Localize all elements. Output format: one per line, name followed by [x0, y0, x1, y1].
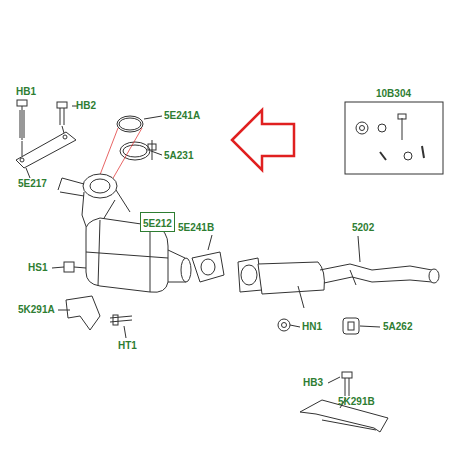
callout-number: 5E212: [143, 218, 172, 229]
callout-number: HB1: [16, 86, 36, 98]
callout-number: HB3: [303, 377, 323, 389]
callout-number: 5E217: [18, 178, 47, 190]
callout-number: HB2: [76, 100, 96, 112]
callout-number: 5K291A: [18, 304, 55, 316]
callout-number: 5202: [352, 222, 374, 234]
callout-number: HS1: [28, 262, 47, 274]
callout-number: 5E241B: [178, 222, 214, 234]
callout-number: 5A262: [383, 321, 412, 333]
callout-number: HN1: [302, 321, 322, 333]
callout-number: 10B304: [376, 88, 411, 100]
callout-number: 5E241A: [164, 110, 200, 122]
part-number-box: 5E212: [140, 212, 175, 232]
callout-number: 5K291B: [338, 396, 375, 408]
callout-number: HT1: [118, 340, 137, 352]
callout-number: 5A231: [164, 150, 193, 162]
